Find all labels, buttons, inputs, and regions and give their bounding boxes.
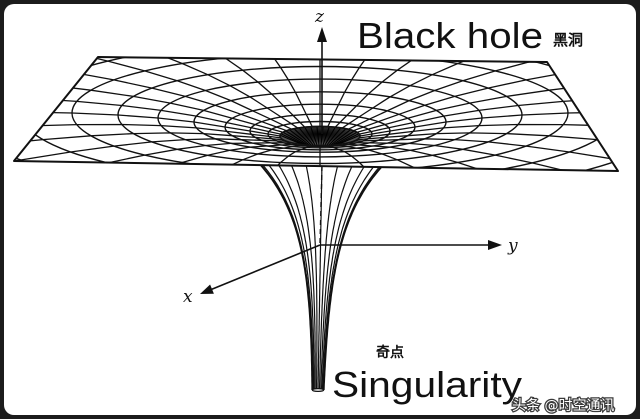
grid-radial-line <box>359 123 618 151</box>
z-axis-dashed-line <box>319 165 323 245</box>
throat-rim <box>279 125 361 147</box>
black-hole-opening <box>279 125 361 147</box>
grid-radial-line <box>14 73 281 135</box>
funnel-line <box>304 150 318 391</box>
grid-radial-line <box>14 57 306 128</box>
grid-radial-line <box>14 57 299 129</box>
grid-radial-line <box>14 138 287 171</box>
grid-radial-line <box>163 144 313 171</box>
grid-radial-line <box>327 144 477 171</box>
throat-wall-line <box>316 126 321 146</box>
x-axis-label: x <box>183 287 193 307</box>
throat-wall-line <box>293 128 317 146</box>
throat-wall-line <box>323 128 347 146</box>
grid-radial-line <box>359 111 618 137</box>
throat-wall-line <box>289 129 316 146</box>
throat-wall-line <box>321 126 336 146</box>
watermark: 头条 @时空通讯 <box>512 397 614 414</box>
grid-radial-line <box>334 57 618 128</box>
throat-wall-line <box>285 130 316 146</box>
funnel-line <box>257 150 314 390</box>
throat-wall-line <box>282 131 315 146</box>
throat-wall-line <box>310 126 320 146</box>
funnel-line <box>317 150 323 391</box>
x-axis-arrowhead <box>200 284 214 294</box>
y-axis-label: y <box>507 236 518 256</box>
throat-wall-line <box>324 129 351 146</box>
funnel-line <box>322 150 378 391</box>
throat-wall-line <box>320 126 330 146</box>
grid-radial-line <box>14 143 298 171</box>
z-axis-arrowhead <box>317 27 327 42</box>
grid-radial-line <box>342 143 618 171</box>
grid-radial-line <box>327 57 477 127</box>
singularity-label-cn: 奇点 <box>376 344 404 361</box>
x-axis-line <box>209 244 321 291</box>
grid-radial-line <box>348 142 618 171</box>
sheet-outline <box>13 56 619 172</box>
z-axis-label: z <box>314 7 325 27</box>
grid-radial-line <box>353 138 618 171</box>
throat-wall-line <box>304 126 319 146</box>
grid-radial-line <box>359 73 618 135</box>
throat-wall-line <box>322 127 342 146</box>
throat-wall-line <box>280 134 315 146</box>
singularity-label: Singularity <box>332 364 522 405</box>
throat-wall-line <box>298 127 318 146</box>
throat-wall-line <box>324 130 355 146</box>
throat-interior <box>280 126 360 146</box>
throat-wall-line <box>280 133 315 146</box>
throat-wall-line <box>325 131 358 146</box>
black-hole-label-cn: 黑洞 <box>553 31 583 49</box>
throat-far-wall <box>280 126 360 146</box>
grid-radial-line <box>14 123 281 151</box>
throat-wall-line <box>325 134 360 146</box>
funnel-line <box>289 150 316 390</box>
grid-radial-line <box>335 144 618 171</box>
grid-radial-line <box>14 111 281 137</box>
spacetime-grid <box>14 57 618 171</box>
funnel-line <box>320 150 355 391</box>
grid-radial-line <box>341 57 618 129</box>
funnel-line <box>318 150 340 390</box>
funnel-line <box>276 150 315 390</box>
black-hole-label: Black hole <box>357 15 543 56</box>
gravity-well-funnel <box>257 150 387 393</box>
coordinate-axes: z y x <box>183 7 518 307</box>
grid-radial-line <box>14 144 305 171</box>
funnel-line <box>322 150 385 391</box>
singularity-tip <box>311 388 325 393</box>
y-axis-arrowhead <box>488 240 502 250</box>
throat-wall-line <box>325 133 360 146</box>
funnel-line <box>321 150 368 391</box>
grid-radial-line <box>163 57 313 127</box>
